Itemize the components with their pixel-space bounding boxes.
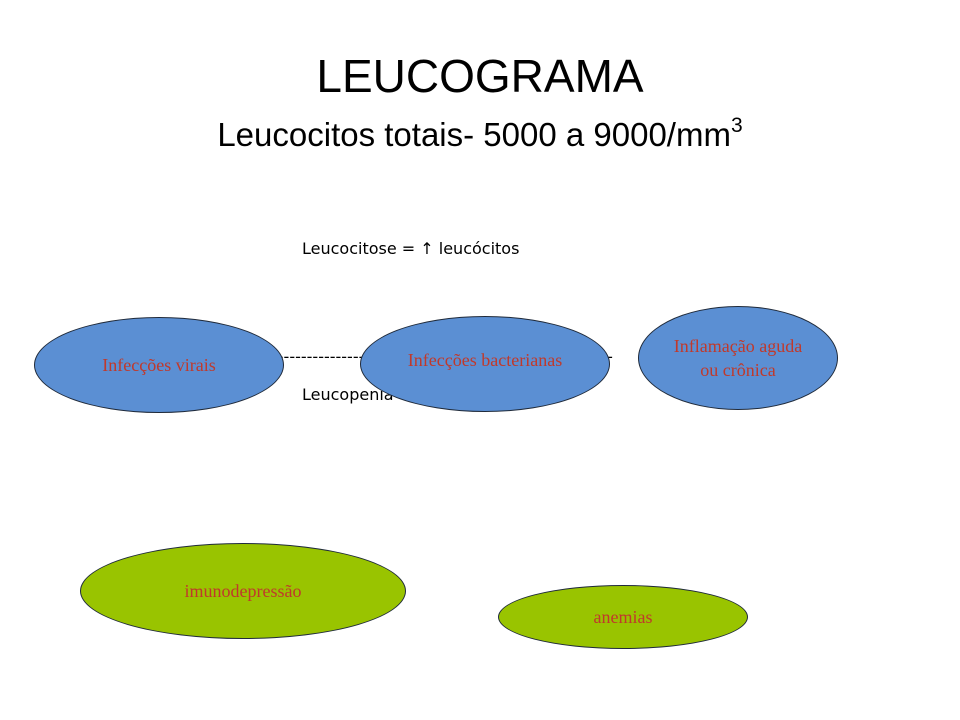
slide-title: LEUCOGRAMA bbox=[316, 50, 644, 102]
ellipse-anemias: anemias bbox=[498, 585, 748, 649]
leucocitose-label: Leucocitose = ↑ leucócitos bbox=[302, 239, 520, 258]
ellipse-inflamacao: Inflamação aguda ou crônica bbox=[638, 306, 838, 410]
ellipse-imunodepressao: imunodepressão bbox=[80, 543, 406, 639]
ellipse-label-infeccoes-virais: Infecções virais bbox=[102, 355, 216, 375]
ellipse-label-anemias: anemias bbox=[593, 607, 653, 627]
ellipse-infeccoes-virais: Infecções virais bbox=[34, 317, 284, 413]
subtitle-superscript: 3 bbox=[730, 114, 743, 137]
slide-subtitle: Leucocitos totais- 5000 a 9000/mm3 bbox=[0, 106, 960, 157]
ellipse-infeccoes-bacterianas: Infecções bacterianas bbox=[360, 316, 610, 412]
ellipse-label-inflamacao: Inflamação aguda ou crônica bbox=[673, 336, 803, 380]
ellipse-label-infeccoes-bacterianas: Infecções bacterianas bbox=[407, 350, 563, 370]
ellipse-label-imunodepressao: imunodepressão bbox=[184, 581, 302, 601]
subtitle-text: Leucocitos totais- 5000 a 9000/mm bbox=[217, 116, 731, 153]
